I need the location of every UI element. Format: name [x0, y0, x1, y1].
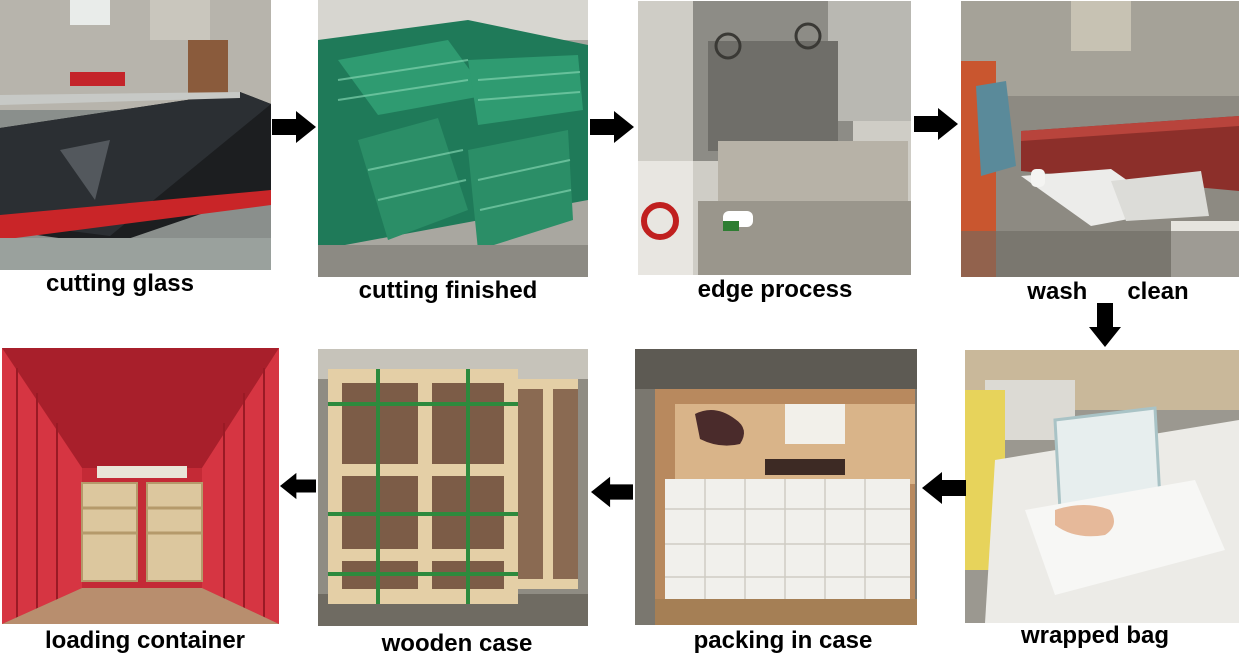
- step-label-packing-in-case: packing in case: [693, 627, 873, 654]
- arrow-right-icon: [590, 111, 634, 143]
- step-label-cutting-glass: cutting glass: [45, 270, 195, 297]
- stacked-glass-sheets-photo: [318, 0, 588, 277]
- arrow-right-icon: [913, 108, 959, 140]
- step-label-wooden-case: wooden case: [381, 630, 533, 657]
- step-label-wash-clean: wash clean: [1027, 278, 1189, 305]
- arrow-left-icon: [591, 476, 633, 508]
- wrapping-paper-photo: [965, 350, 1239, 623]
- step-label-cutting-finished: cutting finished: [358, 277, 538, 304]
- arrow-left-icon: [922, 472, 966, 504]
- arrow-right-icon: [272, 111, 316, 143]
- washing-line-photo: [961, 1, 1239, 277]
- wooden-crate-photo: [318, 349, 588, 626]
- step-label-edge-process: edge process: [697, 276, 853, 303]
- arrow-left-icon: [280, 470, 316, 502]
- step-label-loading-container: loading container: [44, 627, 245, 654]
- glass-cutting-machine-photo: [0, 0, 271, 270]
- edging-machine-photo: [638, 1, 911, 275]
- step-label-wrapped-bag: wrapped bag: [1020, 622, 1170, 649]
- paper-packed-case-photo: [635, 349, 917, 625]
- shipping-container-photo: [2, 348, 279, 624]
- arrow-down-icon: [1089, 303, 1121, 347]
